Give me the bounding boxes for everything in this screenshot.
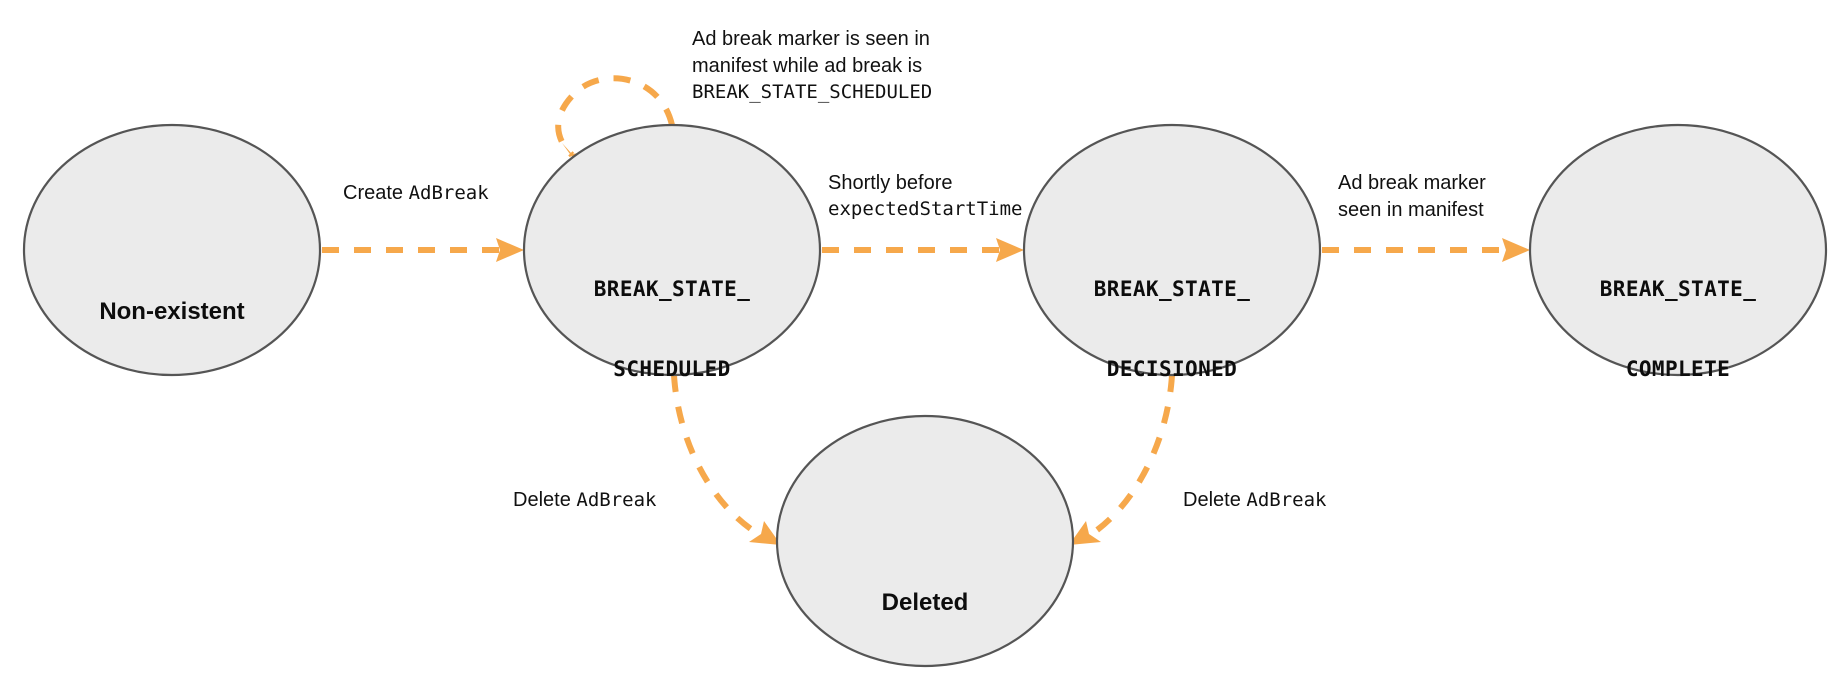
node-break-state-complete[interactable]	[1528, 123, 1828, 377]
node-non-existent[interactable]	[22, 123, 322, 377]
edge-delete-right-arrowhead	[1069, 521, 1101, 545]
edge-delete-left-arrowhead	[749, 521, 781, 545]
edge-create-adbreak-arrowhead	[496, 238, 524, 262]
edge-delete-adbreak-from-scheduled	[671, 374, 781, 545]
node-deleted[interactable]	[775, 414, 1075, 668]
edge-delete-left-line	[671, 374, 762, 538]
edge-marker-seen-arrowhead	[1502, 238, 1530, 262]
edge-selfloop-line	[555, 75, 675, 158]
edge-ad-break-marker-seen-in-manifest	[1322, 238, 1530, 262]
node-break-state-scheduled[interactable]	[522, 123, 822, 377]
edge-delete-adbreak-from-decisioned	[1069, 374, 1175, 545]
edge-shortly-before-expected-start-time	[822, 238, 1024, 262]
node-break-state-decisioned[interactable]	[1022, 123, 1322, 377]
edge-shortly-before-arrowhead	[996, 238, 1024, 262]
edge-delete-right-line	[1088, 374, 1175, 538]
edge-create-adbreak	[322, 238, 524, 262]
